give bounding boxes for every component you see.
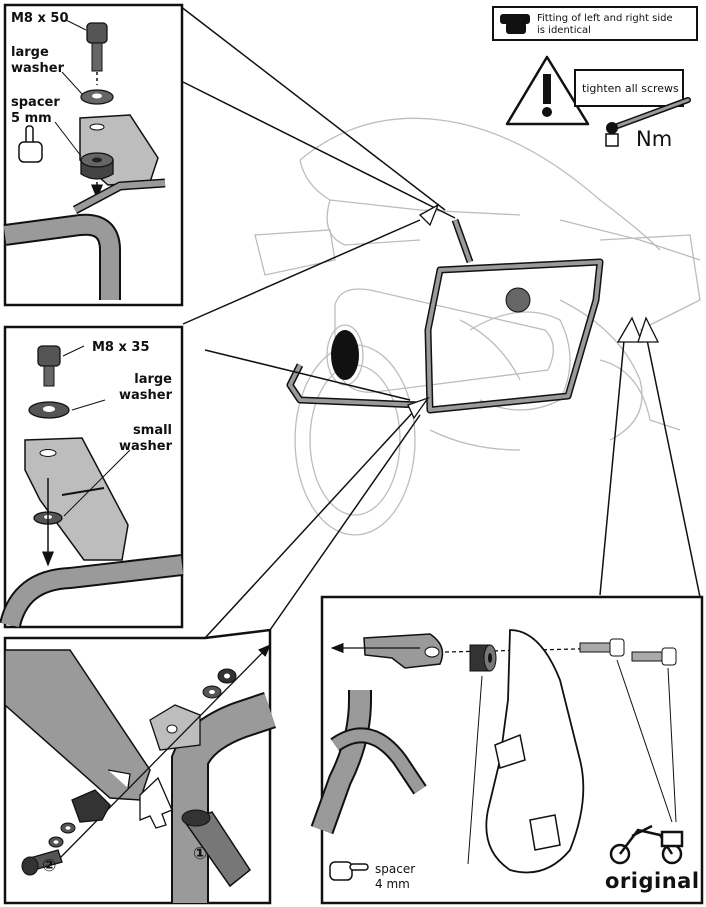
hand-icon: [18, 125, 43, 163]
step-2-marker: ②: [42, 856, 57, 876]
rail-tube-2: [1, 556, 184, 628]
spacer-label-2: 5 mm: [11, 111, 52, 126]
panel-1: [3, 3, 184, 307]
mount-bolt-main: [505, 287, 531, 313]
spacer-4mm-label-1: spacer: [375, 862, 416, 876]
large-washer-label-2: washer: [118, 388, 172, 403]
warning-triangle-icon: [505, 55, 590, 126]
panel-4: [310, 595, 704, 905]
original-label: original: [605, 869, 700, 893]
bracket-plate-2: [24, 437, 129, 561]
spacer-4mm: [469, 644, 497, 672]
nut-top: [217, 668, 237, 684]
motorcycle-drawing: [254, 117, 701, 536]
panel-2: [0, 325, 184, 629]
small-washer-label-1: small: [133, 423, 172, 438]
pointing-hand-icon: [500, 14, 530, 34]
original-screw-1: [579, 638, 625, 657]
note-text-line1: Fitting of left and right side: [537, 13, 673, 24]
torque-wrench-icon: [605, 97, 691, 147]
torque-unit: Nm: [636, 127, 673, 151]
washer-label-2: washer: [11, 61, 65, 76]
warning-box: [574, 69, 684, 107]
step-1-marker: ①: [193, 844, 208, 864]
screw-label-m8x35: M8 x 35: [92, 340, 150, 355]
note-text-line2: is identical: [537, 25, 591, 36]
rear-wheel: [294, 344, 416, 536]
rail-tube: [3, 215, 119, 300]
washer-label-1: large: [11, 45, 49, 60]
original-screw-2: [631, 647, 677, 666]
hand-icon-2: [329, 861, 369, 881]
motorcycle-icon: [609, 824, 684, 865]
panel-3: [3, 628, 277, 905]
spacer-label-1: spacer: [11, 95, 60, 110]
bracket-4: [363, 633, 444, 669]
clamp-block: [71, 789, 111, 823]
spacer-4mm-label-2: 4 mm: [375, 877, 410, 891]
original-footpeg-mount: [485, 629, 585, 874]
callout-leaders: [179, 5, 701, 639]
warning-text: tighten all screws: [582, 82, 679, 95]
silencer-end: [331, 330, 359, 380]
small-washer-label-2: washer: [118, 439, 172, 454]
large-washer-label-1: large: [134, 372, 172, 387]
rail-tube-3: [173, 693, 276, 903]
screw-label-m8x50: M8 x 50: [11, 11, 69, 26]
screw-m8x50: [86, 22, 108, 44]
screw-m8x35: [37, 345, 61, 367]
